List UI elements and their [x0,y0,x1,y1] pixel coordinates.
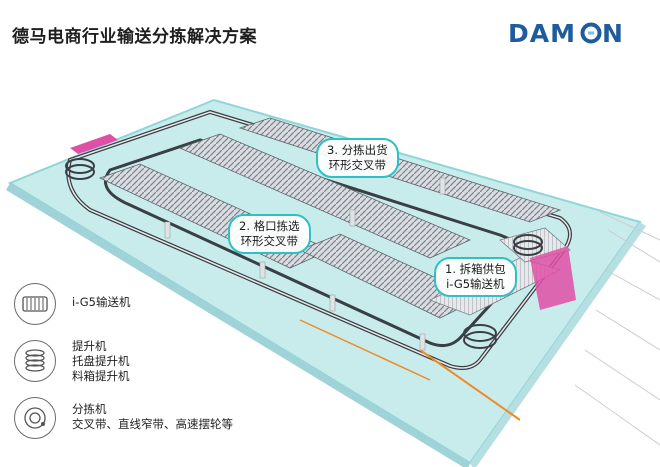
callout-line: 环形交叉带 [328,158,387,172]
legend-item-conveyor: i-G5输送机 [14,283,131,325]
legend-line: 交叉带、直线窄带、高速摆轮等 [72,417,233,431]
callout-line: 3. 分拣出货 [327,143,388,157]
callout-line: 环形交叉带 [240,234,299,248]
legend-line: 料箱提升机 [72,369,130,383]
logo-graphic: DAM N [508,19,623,48]
spiral-conveyor-right [513,234,543,256]
floor-front-edge [6,183,470,467]
callout-line: i-G5输送机 [446,277,505,291]
building-wall-grid [574,211,660,446]
legend-label: 分拣机 交叉带、直线窄带、高速摆轮等 [72,402,233,432]
callout-line: 1. 拆箱供包 [445,262,506,276]
legend-item-lifter: 提升机 托盘提升机 料箱提升机 [14,339,130,384]
lifter-coil-icon [14,340,56,382]
page-title: 德马电商行业输送分拣解决方案 [12,27,257,47]
pink-rack-right [530,246,576,310]
orange-line-2 [299,319,431,381]
outer-loop-highlight [67,111,571,369]
chute-bank-center [178,133,471,259]
spiral-conveyor-bottom [463,324,497,349]
legend-line: 分拣机 [72,402,107,416]
pink-rack-left [70,134,118,154]
sorter-circle-icon [14,397,56,439]
svg-text:DAM: DAM [508,19,576,48]
callout-chute-sorting: 2. 格口拣选 环形交叉带 [228,214,311,254]
legend-label: i-G5输送机 [72,295,131,310]
svg-text:N: N [602,19,623,48]
roller-conveyor-icon [14,283,56,325]
floor-right-edge [470,222,646,467]
legend-item-sorter: 分拣机 交叉带、直线窄带、高速摆轮等 [14,397,233,439]
orange-line-1 [419,349,521,421]
legend-line: 提升机 [72,339,107,353]
damon-logo: DAM N [508,18,632,48]
legend-label: 提升机 托盘提升机 料箱提升机 [72,339,130,384]
legend-line: i-G5输送机 [72,295,131,309]
spiral-conveyor-left [65,158,95,180]
callout-sorting-shipping: 3. 分拣出货 环形交叉带 [316,138,399,178]
callout-unpacking-feeding: 1. 拆箱供包 i-G5输送机 [434,257,517,297]
callout-line: 2. 格口拣选 [239,219,300,233]
legend-line: 托盘提升机 [72,354,130,368]
